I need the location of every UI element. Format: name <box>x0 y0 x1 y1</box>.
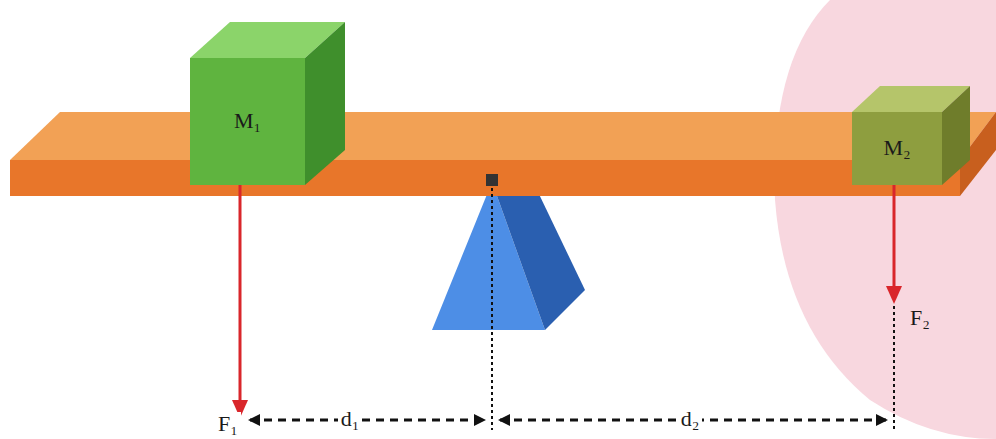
dimension-line <box>250 419 484 422</box>
mass-block: M₂ <box>852 112 942 185</box>
force-arrow <box>239 181 242 405</box>
highlight-region <box>775 0 996 439</box>
reference-line <box>491 188 493 430</box>
mass-label: M₂ <box>883 136 910 160</box>
mass-block: M₁ <box>190 58 305 185</box>
force-arrow <box>893 180 896 290</box>
plank-top <box>10 112 996 160</box>
force-label: F₂ <box>907 306 933 330</box>
plank-front <box>10 160 960 196</box>
distance-label: d₁ <box>338 407 363 431</box>
reference-line <box>893 306 895 430</box>
distance-label: d₂ <box>678 407 703 431</box>
arrow-head <box>886 286 902 304</box>
cube-side <box>305 22 345 185</box>
pivot <box>486 174 498 186</box>
force-label: F₁ <box>215 412 241 436</box>
cube-side <box>942 86 970 185</box>
mass-label: M₁ <box>234 109 261 133</box>
